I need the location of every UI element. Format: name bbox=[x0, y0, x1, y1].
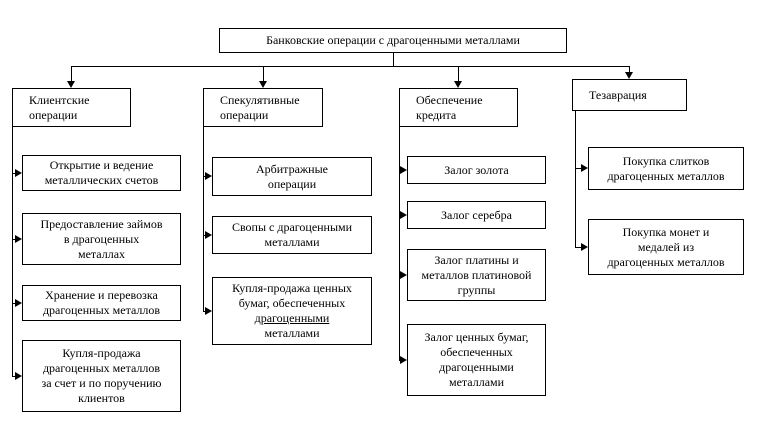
connector-drop-3 bbox=[458, 66, 459, 81]
connector-drop-4 bbox=[629, 66, 630, 72]
node-c2-i3-text-post: металлами bbox=[264, 326, 320, 340]
branch-1-2 bbox=[12, 239, 15, 240]
spine-column-3 bbox=[399, 127, 400, 360]
node-c4-i2: Покупка монет и медалей из драгоценных м… bbox=[588, 219, 744, 275]
connector-drop-1 bbox=[71, 66, 72, 81]
arrowhead-right-2-2 bbox=[205, 231, 212, 239]
branch-3-1 bbox=[399, 170, 400, 171]
branch-1-3 bbox=[12, 303, 15, 304]
arrowhead-down-3 bbox=[454, 81, 462, 88]
node-c3-i3: Залог платины и металлов платиновой груп… bbox=[407, 249, 546, 301]
spine-column-4 bbox=[575, 111, 576, 247]
branch-1-4 bbox=[12, 376, 15, 377]
arrowhead-right-1-1 bbox=[15, 169, 22, 177]
branch-3-4 bbox=[399, 360, 400, 361]
branch-3-2 bbox=[399, 215, 400, 216]
node-c1-i3: Хранение и перевозка драгоценных металло… bbox=[22, 285, 181, 321]
arrowhead-right-4-1 bbox=[581, 164, 588, 172]
arrowhead-down-1 bbox=[67, 81, 75, 88]
arrowhead-right-3-1 bbox=[400, 166, 407, 174]
node-thesauration: Тезаврация bbox=[572, 79, 687, 111]
spine-column-2 bbox=[203, 127, 204, 311]
node-c2-i3: Купля-продажа ценных бумаг, обеспеченных… bbox=[212, 277, 372, 345]
arrowhead-down-2 bbox=[259, 81, 267, 88]
node-c3-i4: Залог ценных бумаг, обеспеченных драгоце… bbox=[407, 324, 546, 396]
arrowhead-right-4-2 bbox=[581, 243, 588, 251]
node-c2-i1: Арбитражные операции bbox=[212, 157, 372, 196]
connector-main-horizontal bbox=[71, 66, 629, 67]
node-c2-i3-text-pre: Купля-продажа ценных бумаг, обеспеченных bbox=[232, 281, 352, 310]
node-speculative-operations: Спекулятивные операции bbox=[203, 88, 323, 127]
arrowhead-right-2-3 bbox=[205, 307, 212, 315]
node-c2-i3-text-underlined: драгоценными bbox=[254, 311, 330, 325]
branch-4-1 bbox=[575, 168, 581, 169]
node-c1-i2: Предоставление займов в драгоценных мета… bbox=[22, 213, 181, 265]
arrowhead-right-3-4 bbox=[400, 356, 407, 364]
node-c2-i2: Свопы с драгоценными металлами bbox=[212, 216, 372, 254]
branch-1-1 bbox=[12, 173, 15, 174]
arrowhead-right-1-2 bbox=[15, 235, 22, 243]
connector-root-stem bbox=[393, 53, 394, 66]
branch-2-1 bbox=[203, 176, 205, 177]
arrowhead-right-2-1 bbox=[205, 172, 212, 180]
branch-2-2 bbox=[203, 235, 205, 236]
arrowhead-right-1-4 bbox=[15, 372, 22, 380]
node-c3-i1: Залог золота bbox=[407, 156, 546, 184]
node-client-operations: Клиентские операции bbox=[12, 88, 131, 127]
connector-drop-2 bbox=[263, 66, 264, 81]
spine-column-1 bbox=[12, 127, 13, 376]
arrowhead-right-1-3 bbox=[15, 299, 22, 307]
node-credit-collateral: Обеспечение кредита bbox=[399, 88, 518, 127]
node-c4-i1: Покупка слитков драгоценных металлов bbox=[588, 147, 744, 190]
branch-3-3 bbox=[399, 275, 400, 276]
arrowhead-right-3-3 bbox=[400, 271, 407, 279]
branch-2-3 bbox=[203, 311, 205, 312]
node-c1-i1: Открытие и ведение металлических счетов bbox=[22, 155, 181, 191]
node-c1-i4: Купля-продажа драгоценных металлов за сч… bbox=[22, 340, 181, 412]
node-root: Банковские операции с драгоценными метал… bbox=[219, 28, 567, 53]
arrowhead-down-4 bbox=[625, 72, 633, 79]
arrowhead-right-3-2 bbox=[400, 211, 407, 219]
branch-4-2 bbox=[575, 247, 581, 248]
node-c3-i2: Залог серебра bbox=[407, 201, 546, 229]
